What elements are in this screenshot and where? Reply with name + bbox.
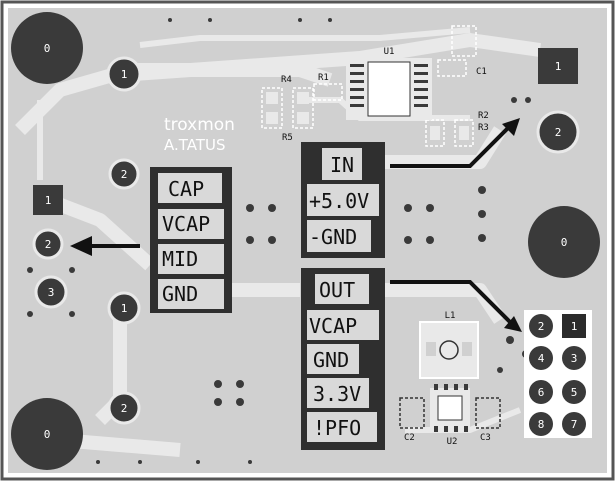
- mount-hole-top-left: 0: [11, 12, 83, 84]
- svg-text:1: 1: [121, 68, 128, 81]
- pad-left-square-1: 1: [33, 185, 63, 215]
- svg-text:A.TATUS: A.TATUS: [164, 136, 226, 154]
- svg-text:6: 6: [538, 386, 545, 399]
- ref-r5: R5: [282, 133, 293, 143]
- resistor-cluster: [261, 25, 477, 147]
- out-label-0: OUT: [319, 278, 355, 302]
- pad-left-top-1: 1: [106, 56, 142, 92]
- cap-label-2: MID: [162, 247, 198, 271]
- ic-u1: U1: [346, 47, 432, 120]
- ref-c1: C1: [476, 67, 487, 77]
- ic-u2: U2: [430, 384, 470, 447]
- svg-text:8: 8: [538, 418, 545, 431]
- out-label-1: VCAP: [309, 314, 357, 338]
- out-label-4: !PFO: [313, 416, 361, 440]
- cap-label-3: GND: [162, 282, 198, 306]
- in-label-2: -GND: [309, 225, 357, 249]
- pad-left-3: 3: [34, 275, 68, 309]
- ref-c3: C3: [480, 433, 491, 443]
- in-label-1: +5.0V: [309, 189, 369, 213]
- arrows: [92, 122, 516, 328]
- svg-text:2: 2: [45, 238, 52, 251]
- svg-text:0: 0: [44, 428, 51, 441]
- capacitors-c2-c3: [399, 397, 501, 429]
- cap-label-0: CAP: [168, 177, 204, 201]
- pad-right-2: 2: [536, 110, 580, 154]
- pad-left-arrow-2: 2: [32, 228, 64, 260]
- svg-text:0: 0: [44, 42, 51, 55]
- svg-text:1: 1: [121, 302, 128, 315]
- svg-text:1: 1: [555, 60, 562, 73]
- svg-text:U2: U2: [447, 437, 458, 447]
- svg-text:1: 1: [45, 194, 52, 207]
- svg-text:2: 2: [121, 168, 128, 181]
- svg-text:3: 3: [571, 352, 578, 365]
- ref-r1: R1: [318, 73, 329, 83]
- logo: troxmon A.TATUS: [160, 110, 256, 154]
- resistor-pads: [266, 92, 469, 140]
- ref-r3: R3: [478, 123, 489, 133]
- pad-left-mid-2: 2: [108, 158, 140, 190]
- svg-text:2: 2: [555, 126, 562, 139]
- pad-left-bottom-2: 2: [107, 391, 141, 425]
- svg-text:0: 0: [561, 236, 568, 249]
- svg-text:5: 5: [571, 386, 578, 399]
- out-label-2: GND: [313, 348, 349, 372]
- pad-right-square-1: 1: [538, 48, 578, 84]
- svg-text:2: 2: [121, 402, 128, 415]
- cap-label-1: VCAP: [162, 212, 210, 236]
- svg-text:7: 7: [571, 418, 578, 431]
- svg-text:U1: U1: [384, 47, 395, 57]
- in-label-0: IN: [330, 153, 354, 177]
- svg-text:1: 1: [571, 320, 578, 333]
- out-label-3: 3.3V: [313, 382, 361, 406]
- ref-c2: C2: [404, 433, 415, 443]
- ref-r2: R2: [478, 111, 489, 121]
- pad-left-bottom-1: 1: [107, 291, 141, 325]
- out-label-block: OUT VCAP GND 3.3V !PFO: [301, 268, 385, 450]
- header-connector: 2 1 4 3 6 5 8 7: [524, 310, 592, 438]
- ref-r4: R4: [281, 75, 292, 85]
- mount-hole-right: 0: [528, 206, 600, 278]
- arrowheads: [70, 118, 522, 332]
- in-label-block: IN +5.0V -GND: [301, 142, 385, 258]
- mount-hole-bottom-left: 0: [11, 398, 83, 470]
- inductor-l1: L1: [419, 311, 479, 379]
- svg-text:L1: L1: [445, 311, 456, 321]
- svg-text:troxmon: troxmon: [164, 115, 235, 135]
- svg-text:4: 4: [538, 352, 545, 365]
- cap-label-block: CAP VCAP MID GND: [150, 167, 232, 313]
- svg-text:3: 3: [48, 286, 55, 299]
- svg-text:2: 2: [538, 320, 545, 333]
